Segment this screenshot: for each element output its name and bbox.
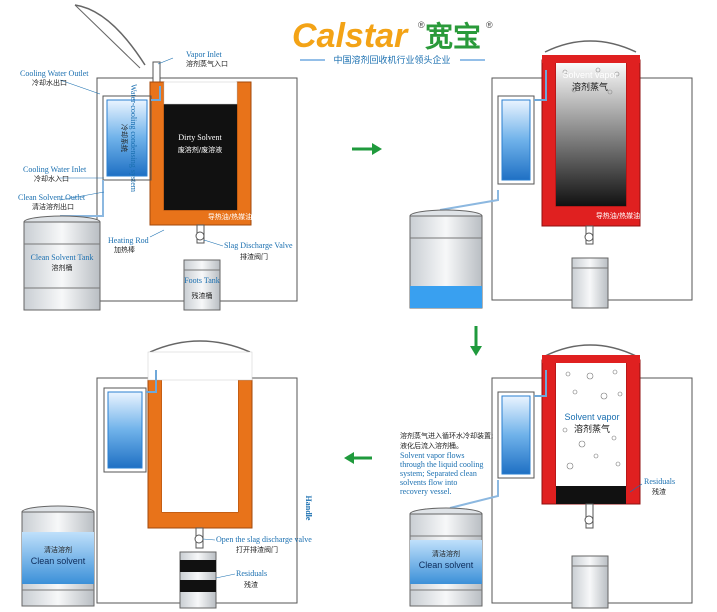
panel-3-condensing-state: Solvent vapor 溶剂蒸气 清洁溶剂 Clean solvent 溶剂… <box>400 344 693 609</box>
note-cn-2: 液化后流入溶剂桶。 <box>400 441 463 450</box>
cooling-inlet-en: Cooling Water Inlet <box>23 165 87 174</box>
residual-drum <box>179 551 217 609</box>
heating-rod-cn: 加热棒 <box>114 245 135 254</box>
residual-layer <box>556 486 626 504</box>
tank-label-en: Clean solvent <box>31 556 86 566</box>
vapor-label-en: Solvent vapor <box>564 412 619 422</box>
tank-label-cn: 溶剂桶 <box>52 263 73 272</box>
foots-tank-en: Foots Tank <box>184 276 220 285</box>
open-valve-cn: 打开排渣阀门 <box>236 545 278 554</box>
dirty-solvent-cn: 废溶剂/废溶液 <box>178 145 222 154</box>
right-arrow <box>352 143 382 155</box>
note-en-line: Solvent vapor flows <box>400 451 464 460</box>
residuals-en: Residuals <box>644 477 675 486</box>
brand-logo: Calstar 宽宝 ® ® 中国溶剂回收机行业领头企业 <box>292 17 493 66</box>
clean-solvent-tank: Clean Solvent Tank 溶剂桶 <box>23 215 101 311</box>
cooling-outlet-en: Cooling Water Outlet <box>20 69 89 78</box>
vapor-bubbles <box>562 67 620 95</box>
vapor-label-en: Solvent vapor <box>562 70 617 80</box>
residuals-cn: 残渣 <box>652 487 666 496</box>
panel-1-initial-state: Dirty Solvent 废溶剂/废溶液 导热油/热媒油 Water-cool… <box>18 4 298 311</box>
reg-mark-1: ® <box>418 20 425 30</box>
tank-label-en: Clean solvent <box>419 560 474 570</box>
slag-valve-en: Slag Discharge Valve <box>224 241 293 250</box>
oil-label: 导热油/热媒油 <box>596 211 640 220</box>
clean-solvent-tank <box>409 209 483 309</box>
foots-tank <box>571 257 609 309</box>
open-lid <box>74 4 146 66</box>
clean-solvent-tank: 清洁溶剂 Clean solvent <box>409 507 483 607</box>
residuals-en: Residuals <box>236 569 267 578</box>
cooling-inlet-cn: 冷却水入口 <box>34 174 69 183</box>
open-valve-en: Open the slag discharge valve <box>216 535 312 544</box>
condenser-label-en: Water-cooling condensing system <box>129 84 138 193</box>
tank-label-en: Clean Solvent Tank <box>31 253 94 262</box>
condenser-coil <box>501 99 531 181</box>
tank-label-cn: 清洁溶剂 <box>432 549 460 558</box>
brand-name-en: Calstar <box>292 17 409 55</box>
note-en-line: through the liquid cooling <box>400 460 483 469</box>
slag-valve-cn: 排渣阀门 <box>240 252 268 261</box>
panel-2-heating-state: Solvent vapor 溶剂蒸气 导热油/热媒油 <box>409 40 693 309</box>
foots-tank-cn: 残渣桶 <box>192 291 213 300</box>
handle-label: Handle <box>304 496 313 521</box>
note-en-line: recovery vessel. <box>400 487 452 496</box>
residuals-cn: 残渣 <box>244 580 258 589</box>
foots-tank: Foots Tank 残渣桶 <box>183 259 221 311</box>
vapor-bubbles <box>562 369 623 470</box>
condenser-label-cn: 冷却系统 <box>120 124 129 152</box>
dirty-solvent-en: Dirty Solvent <box>178 133 222 142</box>
vapor-label-cn: 溶剂蒸气 <box>574 423 610 435</box>
closed-lid <box>544 40 637 53</box>
dirty-solvent <box>164 104 237 210</box>
condenser-frame <box>102 95 152 181</box>
slag-valve-knob <box>195 231 205 241</box>
panel-4-discharge-state: 清洁溶剂 Clean solvent Handle Open the slag … <box>21 340 313 609</box>
vapor-inlet-en: Vapor Inlet <box>186 50 223 59</box>
condenser-coil <box>106 99 148 177</box>
note-cn-1: 溶剂蒸气进入循环水冷却装置; <box>400 431 493 440</box>
down-arrow <box>470 326 482 356</box>
clean-outlet-cn: 清洁溶剂出口 <box>32 202 74 211</box>
reg-mark-2: ® <box>486 20 493 30</box>
foots-tank <box>571 555 609 609</box>
oil-label: 导热油/热媒油 <box>208 212 252 221</box>
vapor-chamber <box>556 360 626 486</box>
clean-outlet-en: Clean Solvent Outlet <box>18 193 86 202</box>
left-arrow <box>344 452 372 464</box>
condenser-coil <box>107 391 143 469</box>
note-en-line: solvents flow into <box>400 478 457 487</box>
condenser-coil <box>501 395 531 475</box>
heating-rod-en: Heating Rod <box>108 236 149 245</box>
brand-tagline: 中国溶剂回收机行业领头企业 <box>333 54 450 66</box>
tank-label-cn: 清洁溶剂 <box>44 545 72 554</box>
vapor-inlet-cn: 溶剂蒸气入口 <box>186 59 228 68</box>
clean-solvent-tank: 清洁溶剂 Clean solvent <box>21 505 95 607</box>
note-en-line: system; Separated clean <box>400 469 477 478</box>
vapor-label-cn: 溶剂蒸气 <box>572 81 608 93</box>
cooling-outlet-cn: 冷却水出口 <box>32 78 67 87</box>
vapor-chamber <box>556 60 626 206</box>
brand-name-cn: 宽宝 <box>425 20 481 53</box>
